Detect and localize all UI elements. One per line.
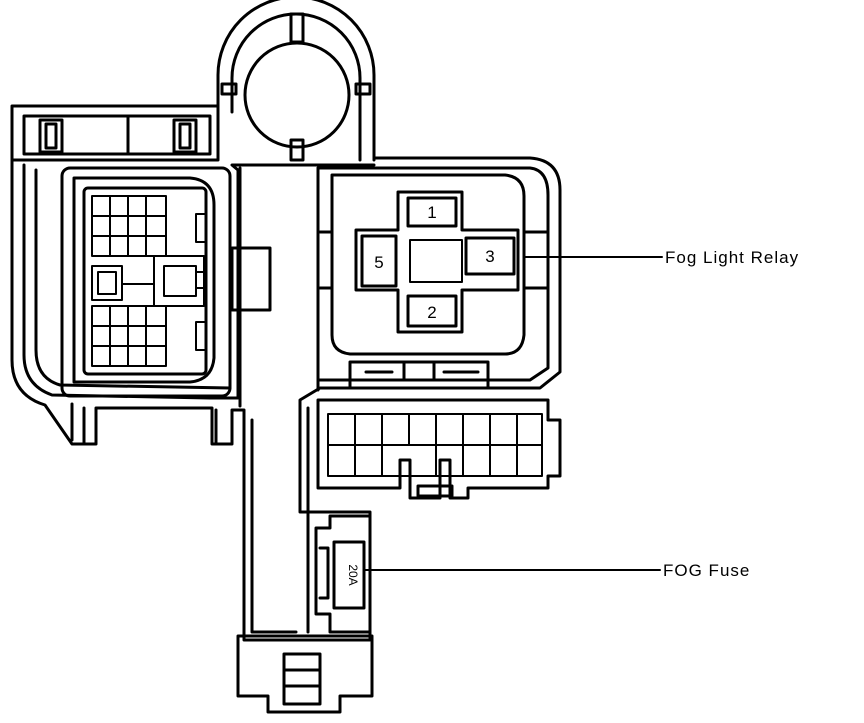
fog-fuse-holder xyxy=(314,514,372,634)
lower-connector xyxy=(316,398,562,500)
fog-fuse-rating: 20A xyxy=(346,564,360,585)
fog-fuse-label: FOG Fuse xyxy=(663,561,750,580)
top-bracket xyxy=(10,104,220,162)
relay-pin-5-terminal xyxy=(360,234,398,288)
relay-pin-5-label: 5 xyxy=(374,253,383,272)
relay-pin-2-terminal xyxy=(406,294,458,328)
relay-base-strip xyxy=(348,360,490,390)
relay-pin-1-terminal xyxy=(406,196,458,228)
left-connector-block xyxy=(60,166,272,398)
relay-pin-1-label: 1 xyxy=(427,203,436,222)
fog-light-relay xyxy=(318,173,550,356)
relay-pin-3-label: 3 xyxy=(485,247,494,266)
bottom-connector xyxy=(236,634,374,714)
relay-pin-2-label: 2 xyxy=(427,303,436,322)
fog-light-relay-label: Fog Light Relay xyxy=(665,248,799,267)
fog-fuse xyxy=(332,540,366,610)
mounting-ring xyxy=(216,0,376,162)
relay-pin-3-terminal xyxy=(464,236,516,276)
